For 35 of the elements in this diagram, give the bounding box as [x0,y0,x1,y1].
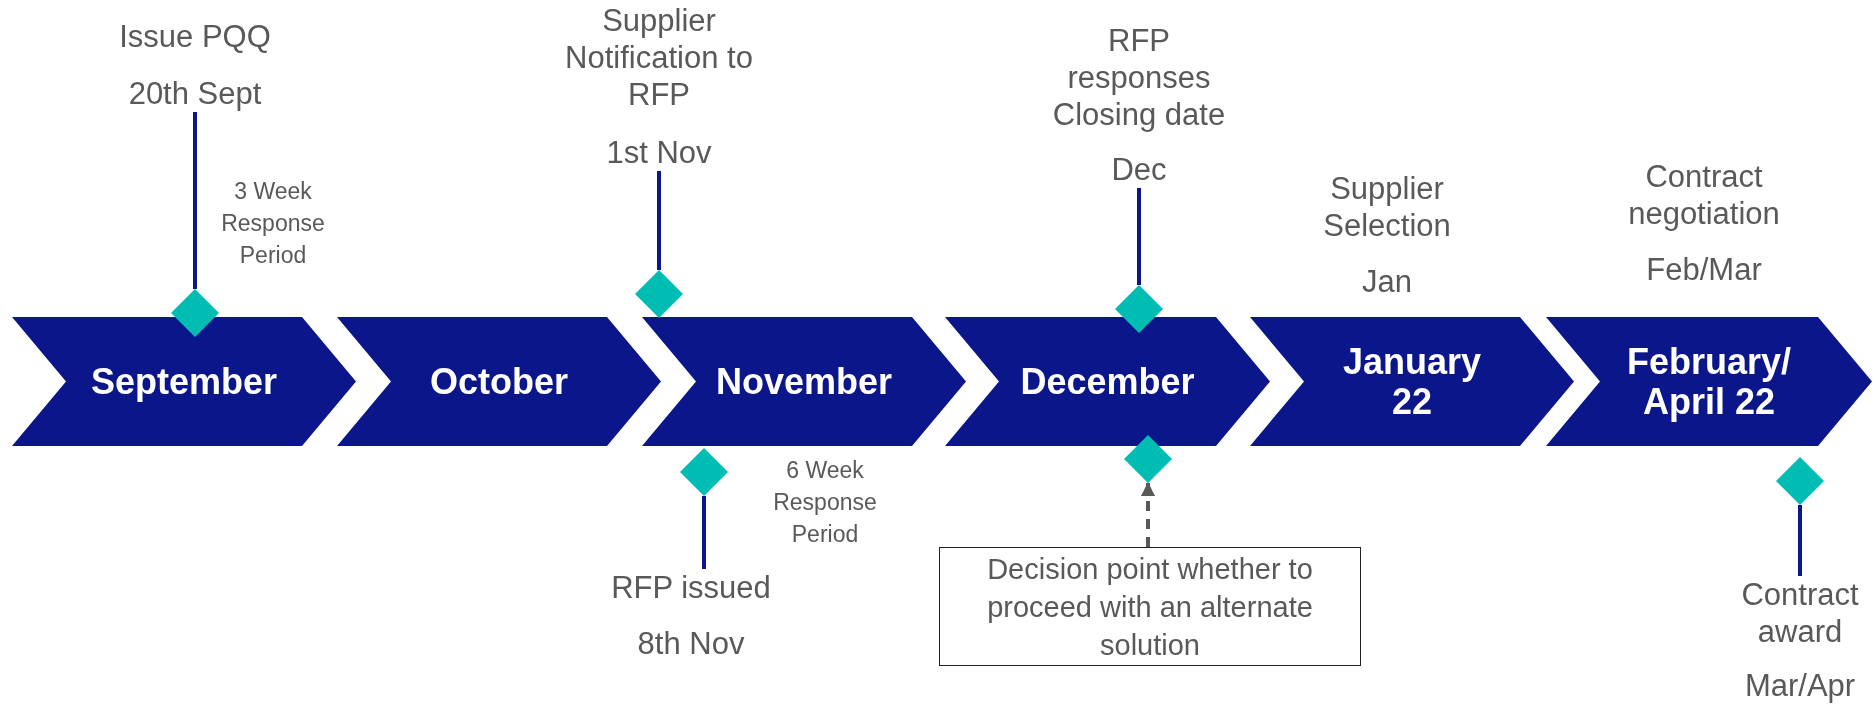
date-label: 20th Sept [127,75,263,112]
diamond-marker [1115,285,1163,333]
connector-line [1137,188,1141,285]
milestone-label: Supplier Notification to RFP [564,2,754,113]
month-label: February/ April 22 [1625,341,1793,422]
month-label: January 22 [1341,341,1483,422]
diamond-marker [171,289,219,337]
diamond-marker [680,448,728,496]
connector-line [1798,505,1802,576]
date-label: 8th Nov [636,625,746,662]
month-label: December [1020,361,1195,402]
dashed-arrow [1141,482,1155,547]
connector-line [193,112,197,289]
period-note: 6 Week Response Period [772,456,878,549]
milestone-label: Contract negotiation [1627,158,1781,232]
date-label: Dec [1110,151,1168,188]
milestone-label: RFP responses Closing date [1051,22,1227,133]
date-label: Mar/Apr [1743,667,1857,704]
date-label: Feb/Mar [1645,251,1763,288]
period-note: 3 Week Response Period [220,177,326,270]
milestone-label: Contract award [1740,576,1860,650]
month-label: September [90,361,278,402]
diamond-marker [1124,435,1172,483]
month-label: October [430,361,568,402]
milestone-label: Issue PQQ [118,18,272,55]
connector-line [702,496,706,569]
note-box [939,547,1361,666]
date-label: 1st Nov [605,134,713,171]
note-text: Decision point whether to proceed with an alternate solution [986,551,1314,663]
month-label: November [715,361,893,402]
milestone-label: RFP issued [610,569,772,606]
milestone-label: Supplier Selection [1322,170,1452,244]
diamond-marker [1776,457,1824,505]
connector-line [657,171,661,270]
date-label: Jan [1361,263,1413,300]
